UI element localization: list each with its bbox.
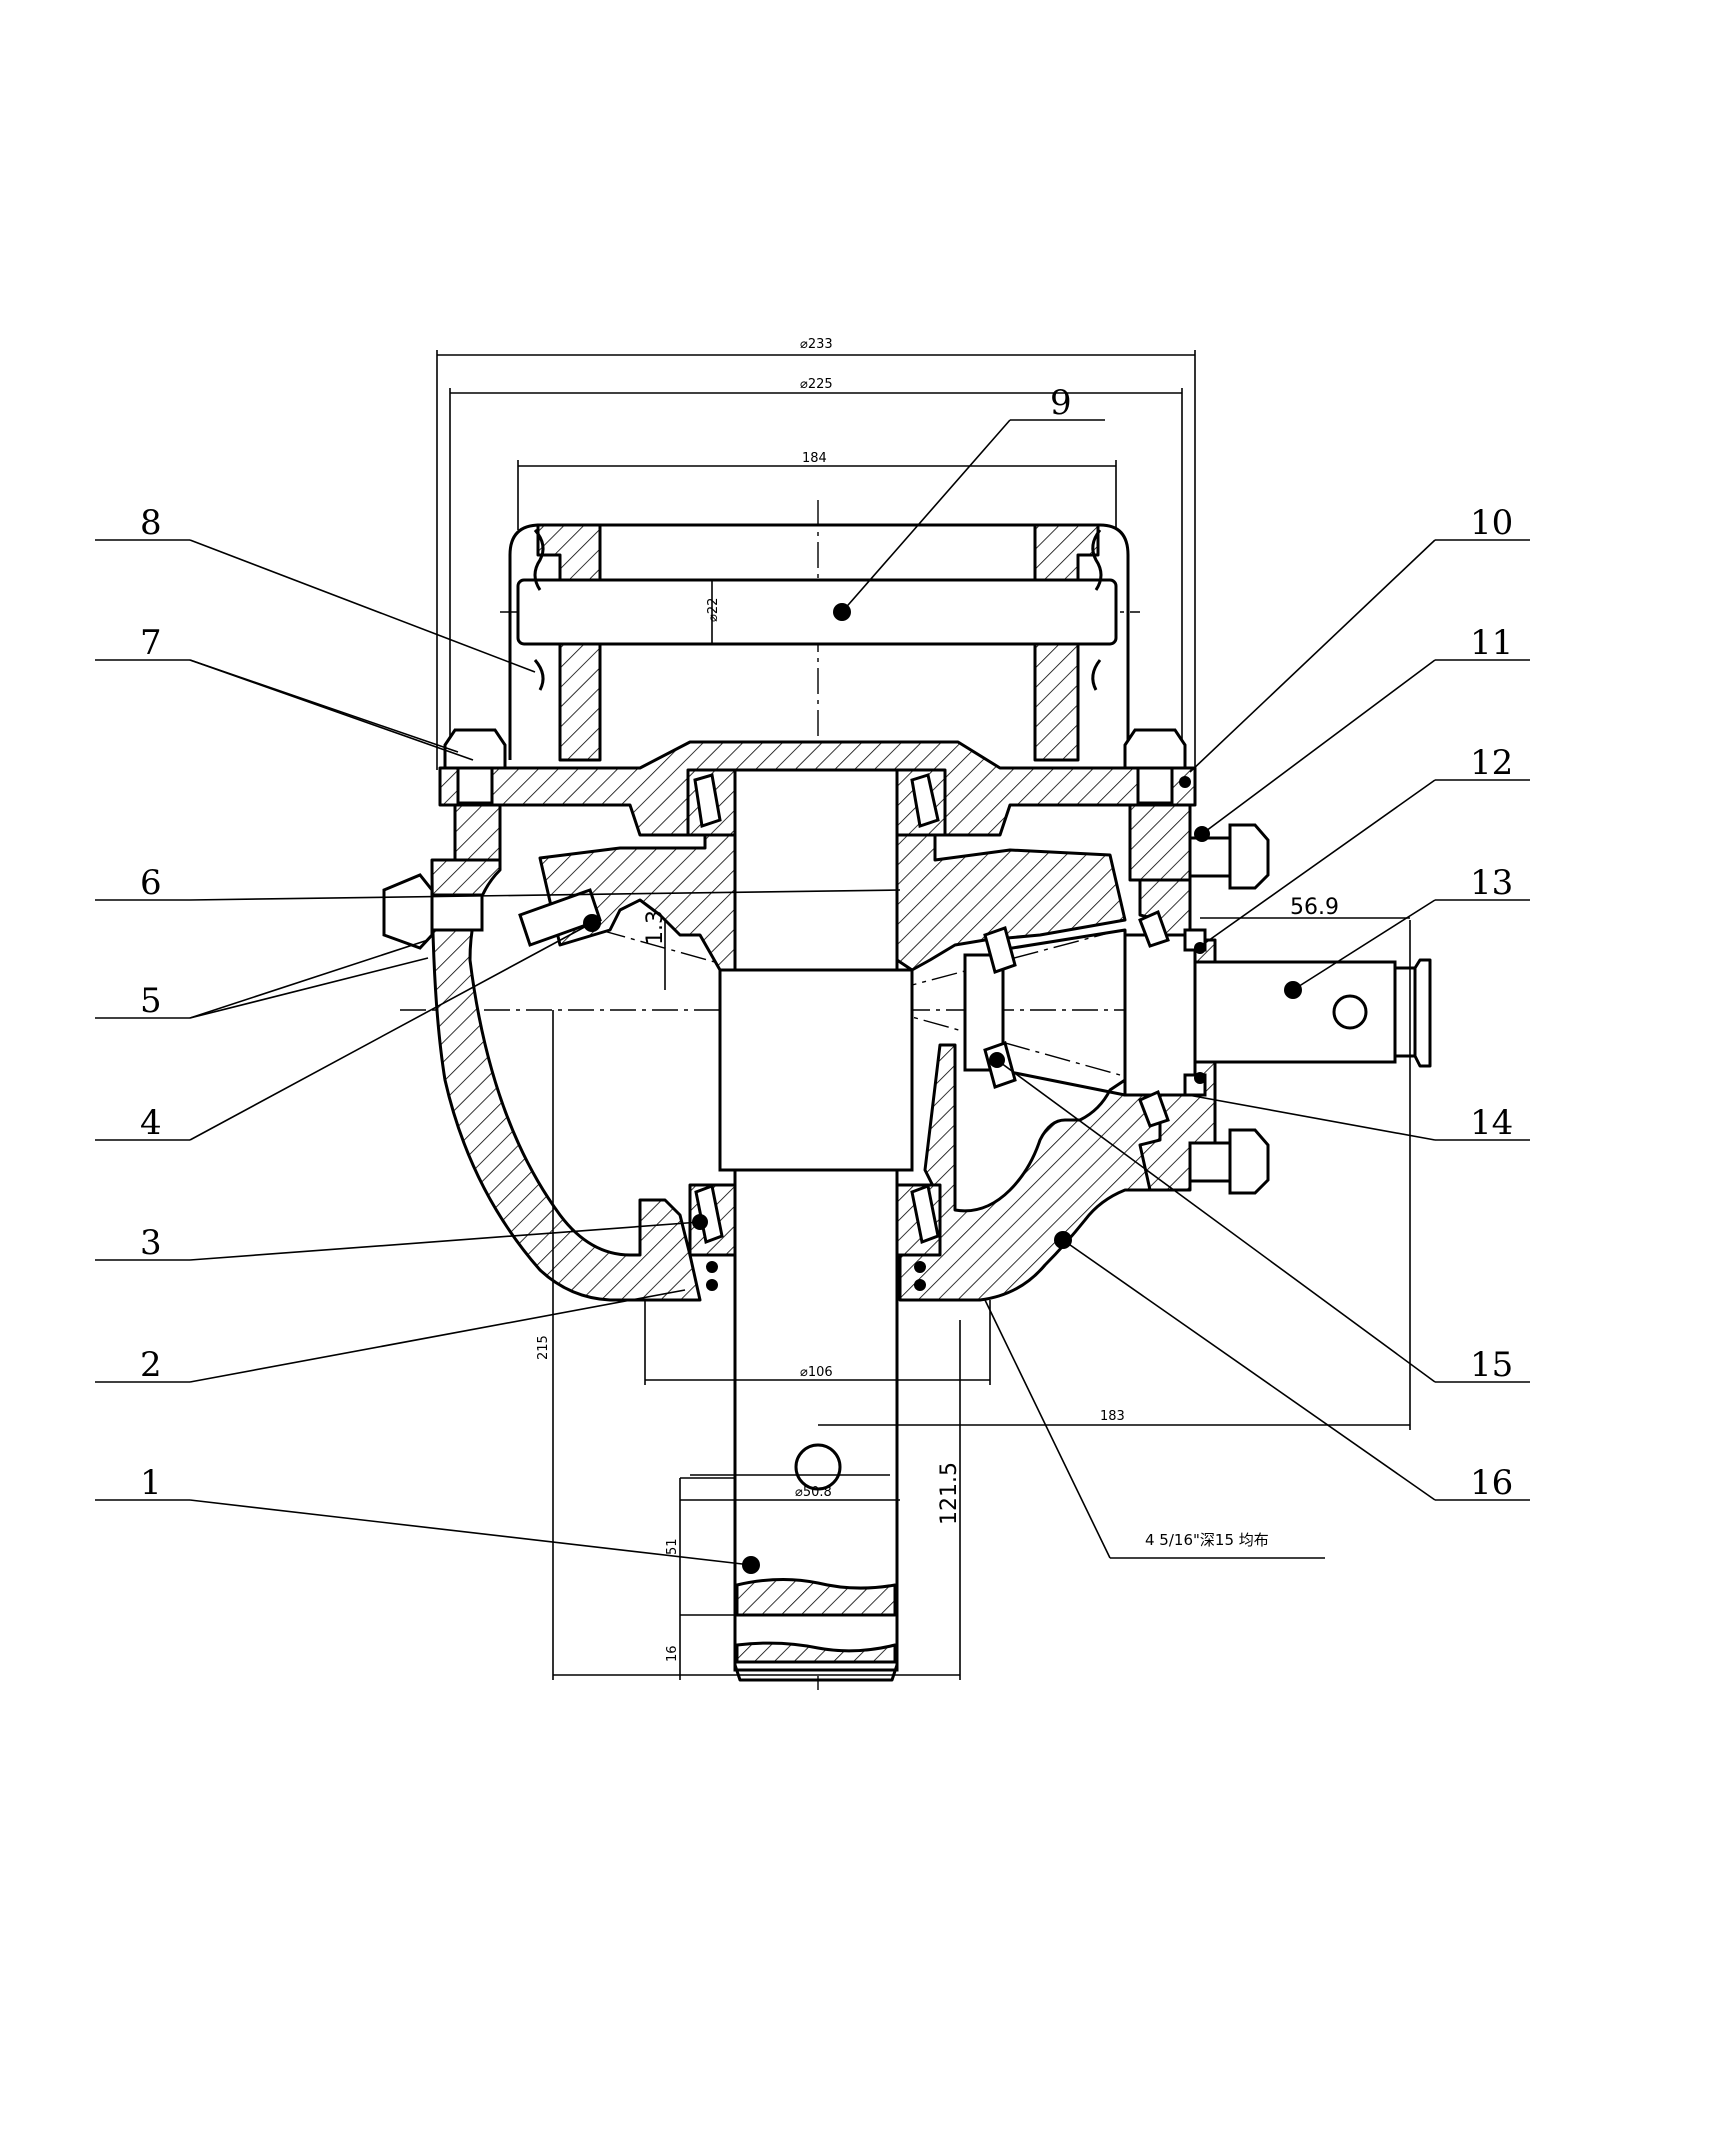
callout-7: 7 [140,623,162,663]
callout-5: 5 [140,981,162,1021]
callout-11: 11 [1470,623,1513,663]
dim-v51: 51 [665,1538,680,1555]
dim-v121-5: 121.5 [937,1462,962,1525]
callout-8: 8 [140,503,162,543]
dim-d22: ⌀22 [706,598,721,622]
dim-v1-3: 1.3 [643,910,668,945]
callout-13: 13 [1470,863,1513,903]
callout-1: 1 [140,1463,162,1503]
dim-d106: ⌀106 [800,1365,833,1380]
dim-d50-8: ⌀50.8 [795,1485,832,1500]
dim-w184: 184 [802,451,827,466]
callout-leaders [95,419,1530,1574]
callout-16: 16 [1470,1463,1513,1503]
callout-3: 3 [140,1223,162,1263]
callout-4: 4 [140,1103,162,1143]
bearings [518,768,1170,1257]
dim-d225: ⌀225 [800,377,833,392]
callout-2: 2 [140,1345,162,1385]
callout-numbers: 1 2 3 4 5 6 7 8 9 10 11 12 13 14 15 16 [140,383,1513,1503]
lower-dimensions: 215 ⌀106 183 121.5 ⌀50.8 51 16 56.9 1.3 … [536,895,1411,1680]
bolts [382,728,1270,1195]
dim-d233: ⌀233 [800,337,833,352]
callout-14: 14 [1470,1103,1513,1143]
vertical-shaft [718,768,914,1682]
callout-9: 9 [1050,383,1072,423]
top-dimensions: ⌀233 ⌀225 184 [436,337,1196,770]
callout-12: 12 [1470,743,1513,783]
dim-v16: 16 [665,1645,680,1662]
callout-10: 10 [1470,503,1513,543]
callout-6: 6 [140,863,162,903]
top-yoke: ⌀22 [508,523,1130,762]
cross-pin-9 [516,578,1118,646]
input-shaft [963,928,1432,1097]
dim-v215: 215 [536,1335,551,1360]
callout-15: 15 [1470,1345,1513,1385]
dim-h183: 183 [1100,1409,1125,1424]
ring-gear [538,833,1127,972]
dim-h56-9: 56.9 [1290,895,1339,920]
thread-note: 4 5/16"深15 均布 [1145,1531,1269,1549]
